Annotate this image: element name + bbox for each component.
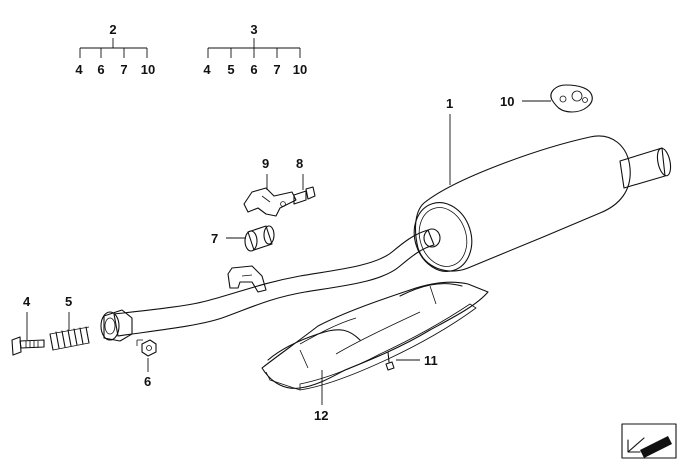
group-3-tree: 3 4 5 6 7 10: [203, 22, 307, 77]
group-3-child-label: 10: [293, 62, 307, 77]
part-gasket: [550, 84, 593, 113]
group-2-tree: 2 4 6 7 10: [75, 22, 155, 77]
callout-6: 6: [144, 374, 151, 389]
orientation-arrow-icon: [621, 423, 677, 459]
part-nut: [136, 339, 157, 357]
part-rear-muffler: [413, 135, 672, 272]
part-rubber-mount: [244, 225, 275, 252]
group-2-child-label: 7: [120, 62, 127, 77]
group-3-label: 3: [250, 22, 257, 37]
part-exhaust-pipe: [113, 229, 435, 337]
callout-9: 9: [262, 156, 269, 171]
callout-1: 1: [446, 96, 453, 111]
group-3-child-label: 7: [273, 62, 280, 77]
callout-8: 8: [296, 156, 303, 171]
group-3-child-label: 6: [250, 62, 257, 77]
group-3-child-label: 5: [227, 62, 234, 77]
part-bolt-8: [293, 186, 316, 205]
callout-7: 7: [211, 231, 218, 246]
callout-4: 4: [23, 294, 31, 309]
callout-5: 5: [65, 294, 72, 309]
callout-10: 10: [500, 94, 514, 109]
part-clamp-bracket: [243, 187, 297, 217]
group-2-child-label: 4: [75, 62, 83, 77]
part-front-flange: [100, 309, 133, 342]
callout-12: 12: [314, 408, 328, 423]
part-screw: [385, 351, 395, 371]
part-bolt-4: [11, 336, 45, 356]
group-3-child-label: 4: [203, 62, 211, 77]
part-spring: [49, 326, 90, 351]
group-2-label: 2: [109, 22, 116, 37]
group-2-child-label: 6: [97, 62, 104, 77]
group-2-child-label: 10: [141, 62, 155, 77]
part-heat-shield: [261, 281, 489, 391]
callout-11: 11: [424, 353, 438, 368]
